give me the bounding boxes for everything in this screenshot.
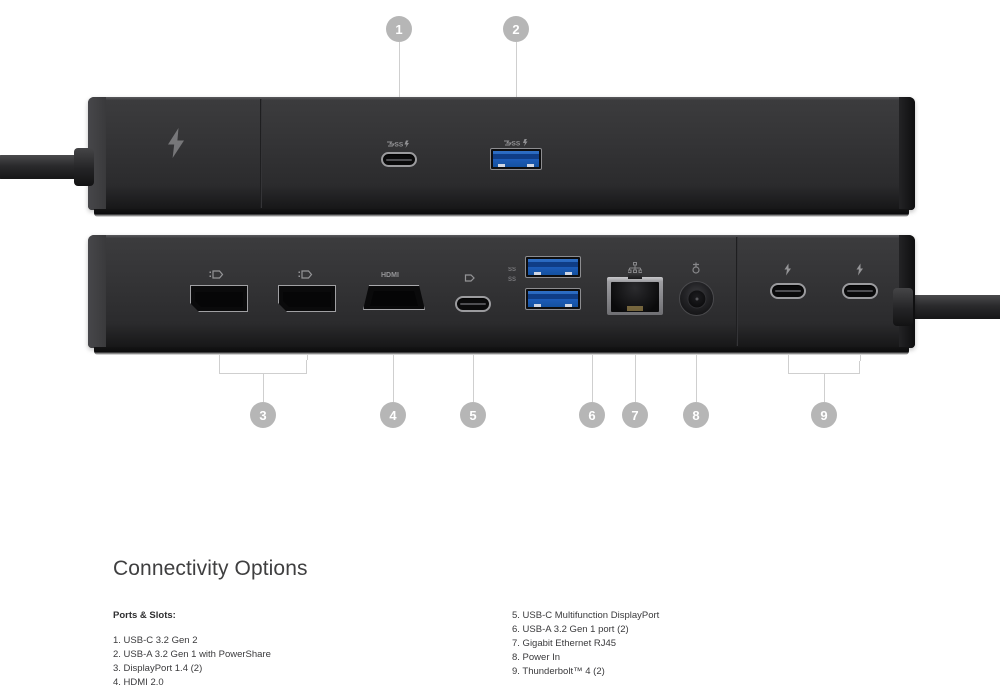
front-top-highlight — [92, 97, 911, 100]
list-item: 4. HDMI 2.0 — [113, 677, 164, 688]
svg-text:SS: SS — [395, 142, 404, 149]
callout-badge-5[interactable]: 5 — [460, 402, 486, 428]
displayport-icon-2 — [298, 270, 314, 279]
list-item: 3. DisplayPort 1.4 (2) — [113, 663, 203, 674]
front-right-shade — [899, 97, 915, 210]
displayport-1-cavity — [195, 292, 243, 307]
rear-left-shade — [88, 235, 106, 348]
callout-badge-7[interactable]: 7 — [622, 402, 648, 428]
displayport-2[interactable] — [278, 285, 336, 312]
leader-line-8 — [696, 316, 697, 402]
svg-text:SS: SS — [508, 277, 516, 283]
list-item: 8. Power In — [512, 652, 561, 663]
usb-a-pin-front-right — [527, 164, 534, 167]
ports-slots-heading: Ports & Slots: — [113, 610, 176, 621]
rear-panel-seam — [736, 237, 738, 346]
hdmi-port[interactable] — [363, 285, 425, 310]
usb-c-port-front[interactable] — [381, 152, 417, 167]
front-cable-boot — [74, 148, 94, 186]
list-item: 5. USB-C Multifunction DisplayPort — [512, 610, 660, 621]
displayport-1[interactable] — [190, 285, 248, 312]
list-item: 2. USB-A 3.2 Gen 1 with PowerShare — [113, 649, 271, 660]
usb-a-upper-tongue — [528, 262, 578, 267]
callout-badge-9[interactable]: 9 — [811, 402, 837, 428]
svg-text:HDMI: HDMI — [381, 272, 399, 279]
page-title: Connectivity Options — [113, 557, 308, 580]
leader-line-2 — [516, 42, 517, 150]
thunderbolt-port-2[interactable] — [842, 283, 878, 299]
thunderbolt-logo-icon — [163, 127, 189, 159]
usb-a-port-upper[interactable] — [525, 256, 581, 278]
list-item: 7. Gigabit Ethernet RJ45 — [512, 638, 617, 649]
callout-badge-8[interactable]: 8 — [683, 402, 709, 428]
hdmi-icon: HDMI — [381, 270, 407, 279]
rj45-cavity — [611, 282, 659, 312]
callout-badge-2[interactable]: 2 — [503, 16, 529, 42]
rj45-latch-notch — [628, 273, 642, 279]
displayport-icon-usbc — [464, 274, 476, 282]
ports-list-left: 1. USB-C 3.2 Gen 2 2. USB-A 3.2 Gen 1 wi… — [113, 634, 271, 690]
usb-c-multifunction-port[interactable] — [455, 296, 491, 312]
usb-c-tongue-front — [386, 158, 412, 161]
thunderbolt-icon-2 — [855, 263, 864, 276]
usb-a-lower-pin-right — [565, 304, 572, 307]
callout-badge-3[interactable]: 3 — [250, 402, 276, 428]
front-panel-seam — [260, 99, 262, 208]
leader-line-5 — [473, 312, 474, 402]
power-jack-center-pin — [695, 297, 698, 300]
usb-a-upper-pin-right — [565, 272, 572, 275]
leader-line-4 — [393, 310, 394, 402]
callout-badge-4[interactable]: 4 — [380, 402, 406, 428]
usb-a-upper-pin-left — [534, 272, 541, 275]
usb-a-lower-tongue — [528, 294, 578, 299]
thunderbolt-icon-1 — [783, 263, 792, 276]
leader-line-9 — [824, 374, 825, 402]
callout-bracket-9 — [788, 361, 860, 374]
callout-badge-1[interactable]: 1 — [386, 16, 412, 42]
front-thunderbolt-cable — [0, 155, 82, 179]
usb-a-port-front[interactable] — [490, 148, 542, 170]
svg-text:SS: SS — [512, 141, 521, 148]
rear-cable-boot — [893, 288, 913, 326]
ports-list-right: 5. USB-C Multifunction DisplayPort 6. US… — [512, 609, 659, 679]
svg-text:SS: SS — [508, 267, 516, 273]
callout-bracket-3 — [219, 360, 307, 374]
usb-a-lower-pin-left — [534, 304, 541, 307]
displayport-2-cavity — [283, 292, 331, 307]
superspeed-icon-rear-usba: SS SS — [508, 264, 524, 284]
network-icon — [628, 262, 642, 273]
thunderbolt-port-1[interactable] — [770, 283, 806, 299]
leader-line-7 — [635, 315, 636, 402]
ethernet-rj45-port[interactable] — [607, 273, 663, 315]
rj45-contact-pins — [627, 306, 643, 311]
list-item: 6. USB-A 3.2 Gen 1 port (2) — [512, 624, 629, 635]
thunderbolt-port-1-tongue — [775, 290, 801, 292]
list-item: 9. Thunderbolt™ 4 (2) — [512, 666, 605, 677]
callout-badge-6[interactable]: 6 — [579, 402, 605, 428]
superspeed-icon-front-usbc: SS — [386, 139, 410, 150]
usb-a-pin-front-left — [498, 164, 505, 167]
list-item: 1. USB-C 3.2 Gen 2 — [113, 635, 198, 646]
usb-c-multifunction-tongue — [460, 303, 486, 305]
power-in-jack[interactable] — [679, 281, 714, 316]
leader-line-3 — [263, 374, 264, 402]
hdmi-cavity — [370, 291, 418, 306]
power-icon — [690, 262, 702, 274]
rear-power-cable — [905, 295, 1000, 319]
displayport-icon-1 — [209, 270, 225, 279]
superspeed-powershare-icon-front: SS — [503, 138, 529, 149]
usb-a-port-lower[interactable] — [525, 288, 581, 310]
thunderbolt-port-2-tongue — [847, 290, 873, 292]
rear-top-highlight — [92, 235, 911, 238]
usb-a-tongue-front — [493, 154, 539, 159]
